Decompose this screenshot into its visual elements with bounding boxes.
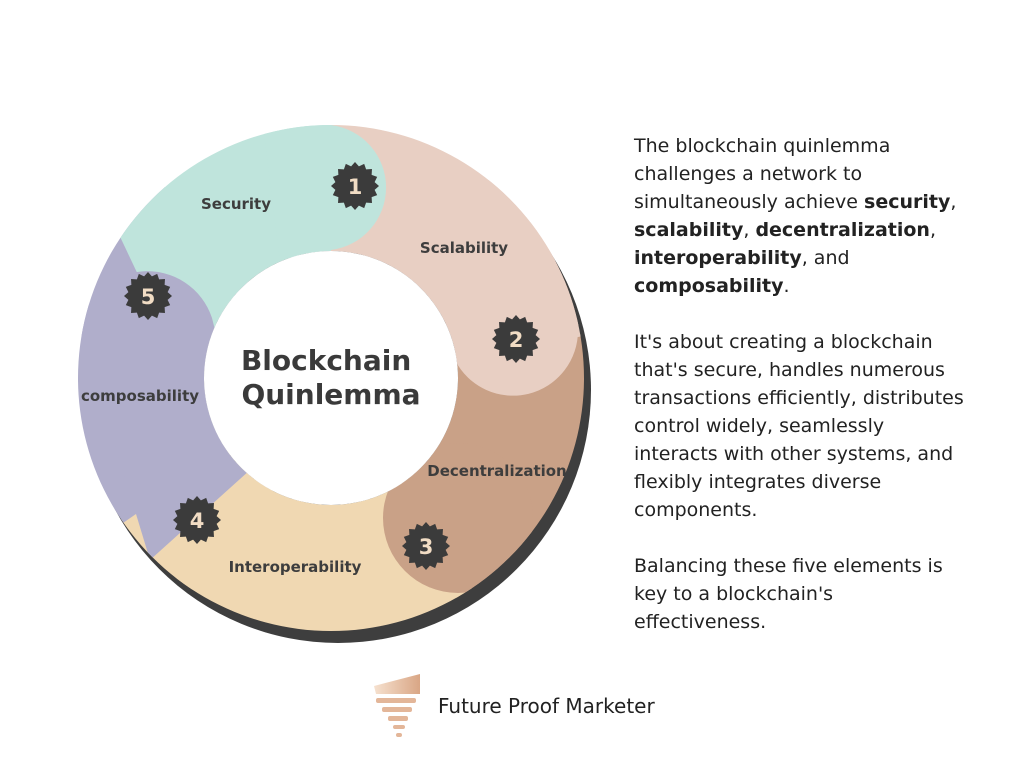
quinlemma-diagram: Blockchain Quinlemma Security Scalabilit… [77, 125, 591, 643]
description-text-run: , [950, 191, 957, 213]
description-keyword: scalability [634, 219, 744, 241]
badge-3-icon [402, 522, 450, 570]
description-text-run: , and [801, 247, 850, 269]
badge-1: 1 [331, 162, 379, 210]
svg-text:5: 5 [141, 285, 156, 309]
badge-4: 4 [173, 496, 221, 544]
description-keyword: decentralization [755, 219, 930, 241]
segment-label-interoperability: Interoperability [229, 558, 362, 576]
segment-label-composability: composability [81, 387, 199, 405]
badge-1-icon [331, 162, 379, 210]
description-panel: The blockchain quinlemma challenges a ne… [634, 132, 964, 664]
lobe-1 [260, 125, 387, 260]
segment-label-security: Security [201, 195, 271, 213]
badge-5-icon [124, 272, 172, 320]
svg-text:4: 4 [190, 509, 205, 533]
description-text-run: The blockchain quinlemma challenges a ne… [634, 135, 891, 213]
badge-5: 5 [124, 272, 172, 320]
segment-label-scalability: Scalability [420, 239, 508, 257]
tornado-icon [374, 674, 420, 737]
center-circle [204, 251, 458, 505]
description-keyword: composability [634, 275, 784, 297]
svg-text:2: 2 [509, 328, 524, 352]
badge-2: 2 [492, 315, 540, 363]
segment-label-decentralization: Decentralization [427, 462, 567, 480]
svg-text:1: 1 [348, 175, 363, 199]
description-keyword: interoperability [634, 247, 802, 269]
description-text-run: . [783, 275, 790, 297]
description-text-run: , [929, 219, 937, 241]
brand-name: Future Proof Marketer [438, 694, 655, 718]
center-title: Blockchain Quinlemma [241, 344, 421, 411]
description-paragraph-2: It's about creating a blockchain that's … [634, 331, 964, 521]
badge-3: 3 [402, 522, 450, 570]
description-paragraph-3: Balancing these five elements is key to … [634, 555, 943, 633]
badge-4-icon [173, 496, 221, 544]
badge-2-icon [492, 315, 540, 363]
svg-text:3: 3 [419, 535, 434, 559]
description-keyword: security [864, 191, 951, 213]
brand-footer: Future Proof Marketer [368, 672, 688, 742]
lobe-5 [80, 271, 250, 560]
description-paragraph-1: The blockchain quinlemma challenges a ne… [634, 132, 964, 300]
description-text-run: , [743, 219, 756, 241]
